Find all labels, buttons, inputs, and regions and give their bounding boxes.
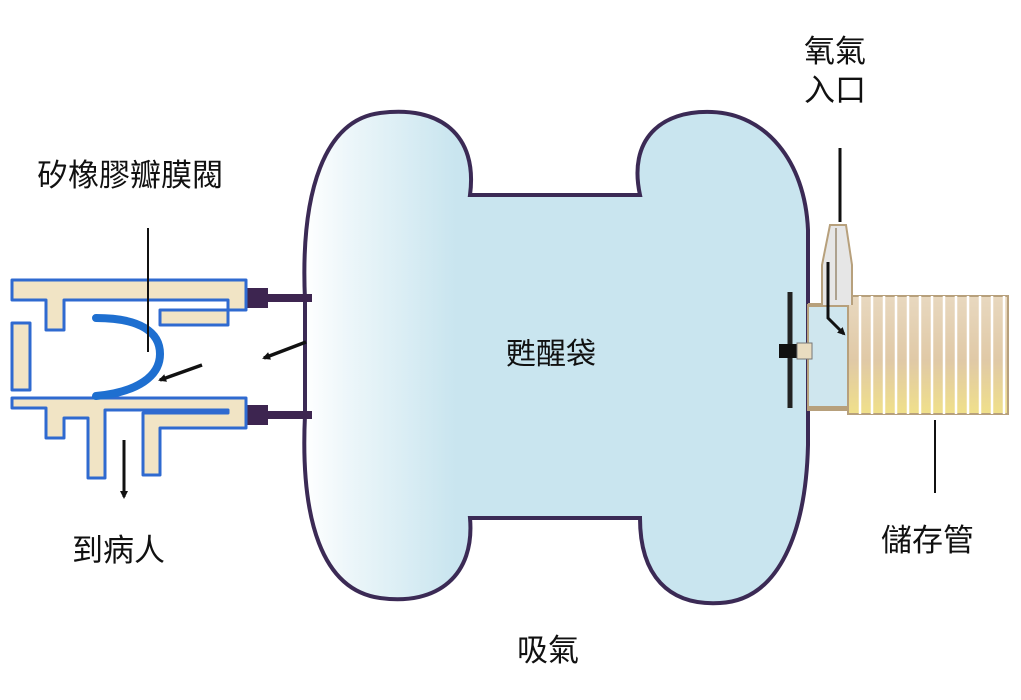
lower-neck-connector — [246, 405, 268, 425]
inhale-label: 吸氣 — [517, 633, 579, 669]
resuscitator-bag — [302, 109, 810, 606]
inlet-valve-stem — [779, 344, 797, 358]
reservoir-tube — [847, 295, 1009, 415]
to-patient-label: 到病人 — [72, 533, 165, 569]
silicone-flap-valve — [92, 314, 165, 400]
bag-label: 甦醒袋 — [506, 337, 596, 372]
upper-neck-connector — [246, 288, 268, 308]
patient-valve-assembly — [10, 278, 248, 480]
oxygen-flow-arrow — [826, 262, 846, 336]
flow-arrow-from-bag — [262, 340, 307, 360]
oxygen-inlet-label: 氧氣 入口 — [804, 34, 866, 109]
reservoir-tube-label: 儲存管 — [881, 523, 974, 559]
silicone-valve-label: 矽橡膠瓣膜閥 — [37, 158, 223, 194]
flow-arrow-through-valve — [158, 363, 203, 382]
inlet-valve-housing — [807, 304, 849, 411]
